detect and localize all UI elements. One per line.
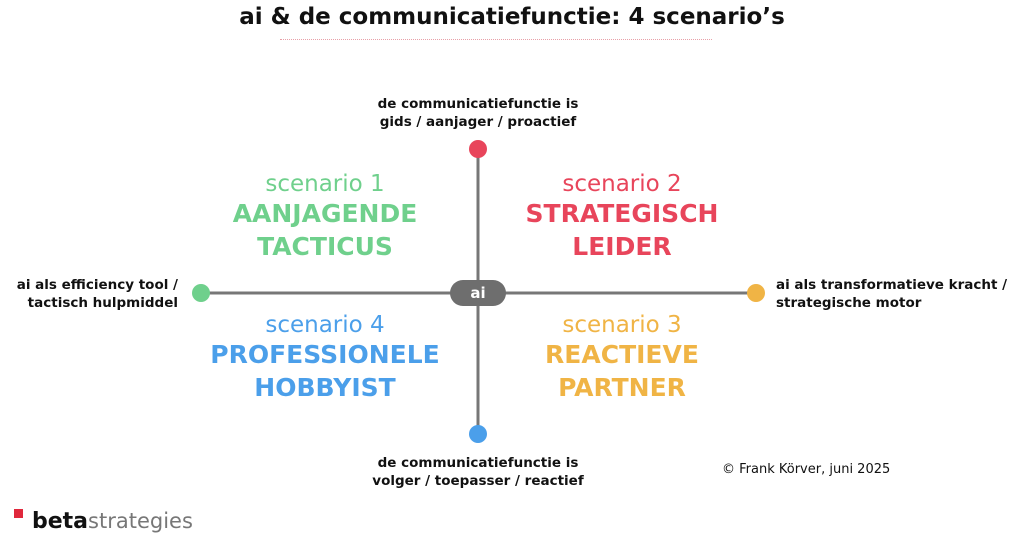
scenario-1-name: AANJAGENDE TACTICUS — [175, 197, 475, 263]
copyright-notice: © Frank Körver, juni 2025 — [722, 462, 891, 477]
bottom-axis-label: de communicatiefunctie is volger / toepa… — [328, 454, 628, 490]
logo-mark-icon — [14, 509, 23, 518]
scenario-1: scenario 1 AANJAGENDE TACTICUS — [175, 171, 475, 263]
logo-text-bold: beta — [32, 509, 89, 534]
right-axis-label-line1: ai als transformatieve kracht / — [776, 277, 1008, 293]
right-axis-dot — [747, 284, 765, 302]
bottom-axis-dot — [469, 425, 487, 443]
scenario-1-name-line1: AANJAGENDE — [232, 199, 418, 228]
scenario-4: scenario 4 PROFESSIONELE HOBBYIST — [175, 312, 475, 404]
scenario-4-name-line1: PROFESSIONELE — [210, 340, 440, 369]
scenario-3-name-line1: REACTIEVE — [545, 340, 699, 369]
scenario-3-name-line2: PARTNER — [558, 373, 686, 402]
left-axis-label-line1: ai als efficiency tool / — [16, 277, 178, 293]
left-axis-dot — [192, 284, 210, 302]
brand-logo: beta strategies — [14, 509, 193, 534]
scenario-1-number: scenario 1 — [265, 171, 385, 197]
top-axis-label-line1: de communicatiefunctie is — [377, 96, 579, 112]
scenario-3-number: scenario 3 — [562, 312, 682, 338]
top-axis-label-line2: gids / aanjager / proactief — [379, 114, 577, 130]
top-axis-dot — [469, 140, 487, 158]
page-title: ai & de communicatiefunctie: 4 scenario’… — [239, 4, 785, 30]
scenario-2-name: STRATEGISCH LEIDER — [472, 197, 772, 263]
scenario-4-name-line2: HOBBYIST — [254, 373, 396, 402]
center-ai-badge: ai — [450, 280, 506, 306]
scenario-2-name-line1: STRATEGISCH — [525, 199, 719, 228]
left-axis-label: ai als efficiency tool / tactisch hulpmi… — [0, 276, 178, 312]
bottom-axis-label-line1: de communicatiefunctie is — [377, 455, 579, 471]
right-axis-label: ai als transformatieve kracht / strategi… — [776, 276, 1024, 312]
top-axis-label: de communicatiefunctie is gids / aanjage… — [328, 95, 628, 131]
title-divider — [280, 39, 712, 40]
scenario-2-name-line2: LEIDER — [572, 232, 672, 261]
scenario-2-number: scenario 2 — [562, 171, 682, 197]
scenario-1-name-line2: TACTICUS — [257, 232, 393, 261]
scenario-4-number: scenario 4 — [265, 312, 385, 338]
bottom-axis-label-line2: volger / toepasser / reactief — [372, 473, 584, 489]
scenario-2: scenario 2 STRATEGISCH LEIDER — [472, 171, 772, 263]
left-axis-label-line2: tactisch hulpmiddel — [27, 295, 178, 311]
logo-text-light: strategies — [88, 509, 193, 533]
right-axis-label-line2: strategische motor — [776, 295, 922, 311]
scenario-3: scenario 3 REACTIEVE PARTNER — [472, 312, 772, 404]
scenario-3-name: REACTIEVE PARTNER — [472, 338, 772, 404]
scenario-4-name: PROFESSIONELE HOBBYIST — [175, 338, 475, 404]
